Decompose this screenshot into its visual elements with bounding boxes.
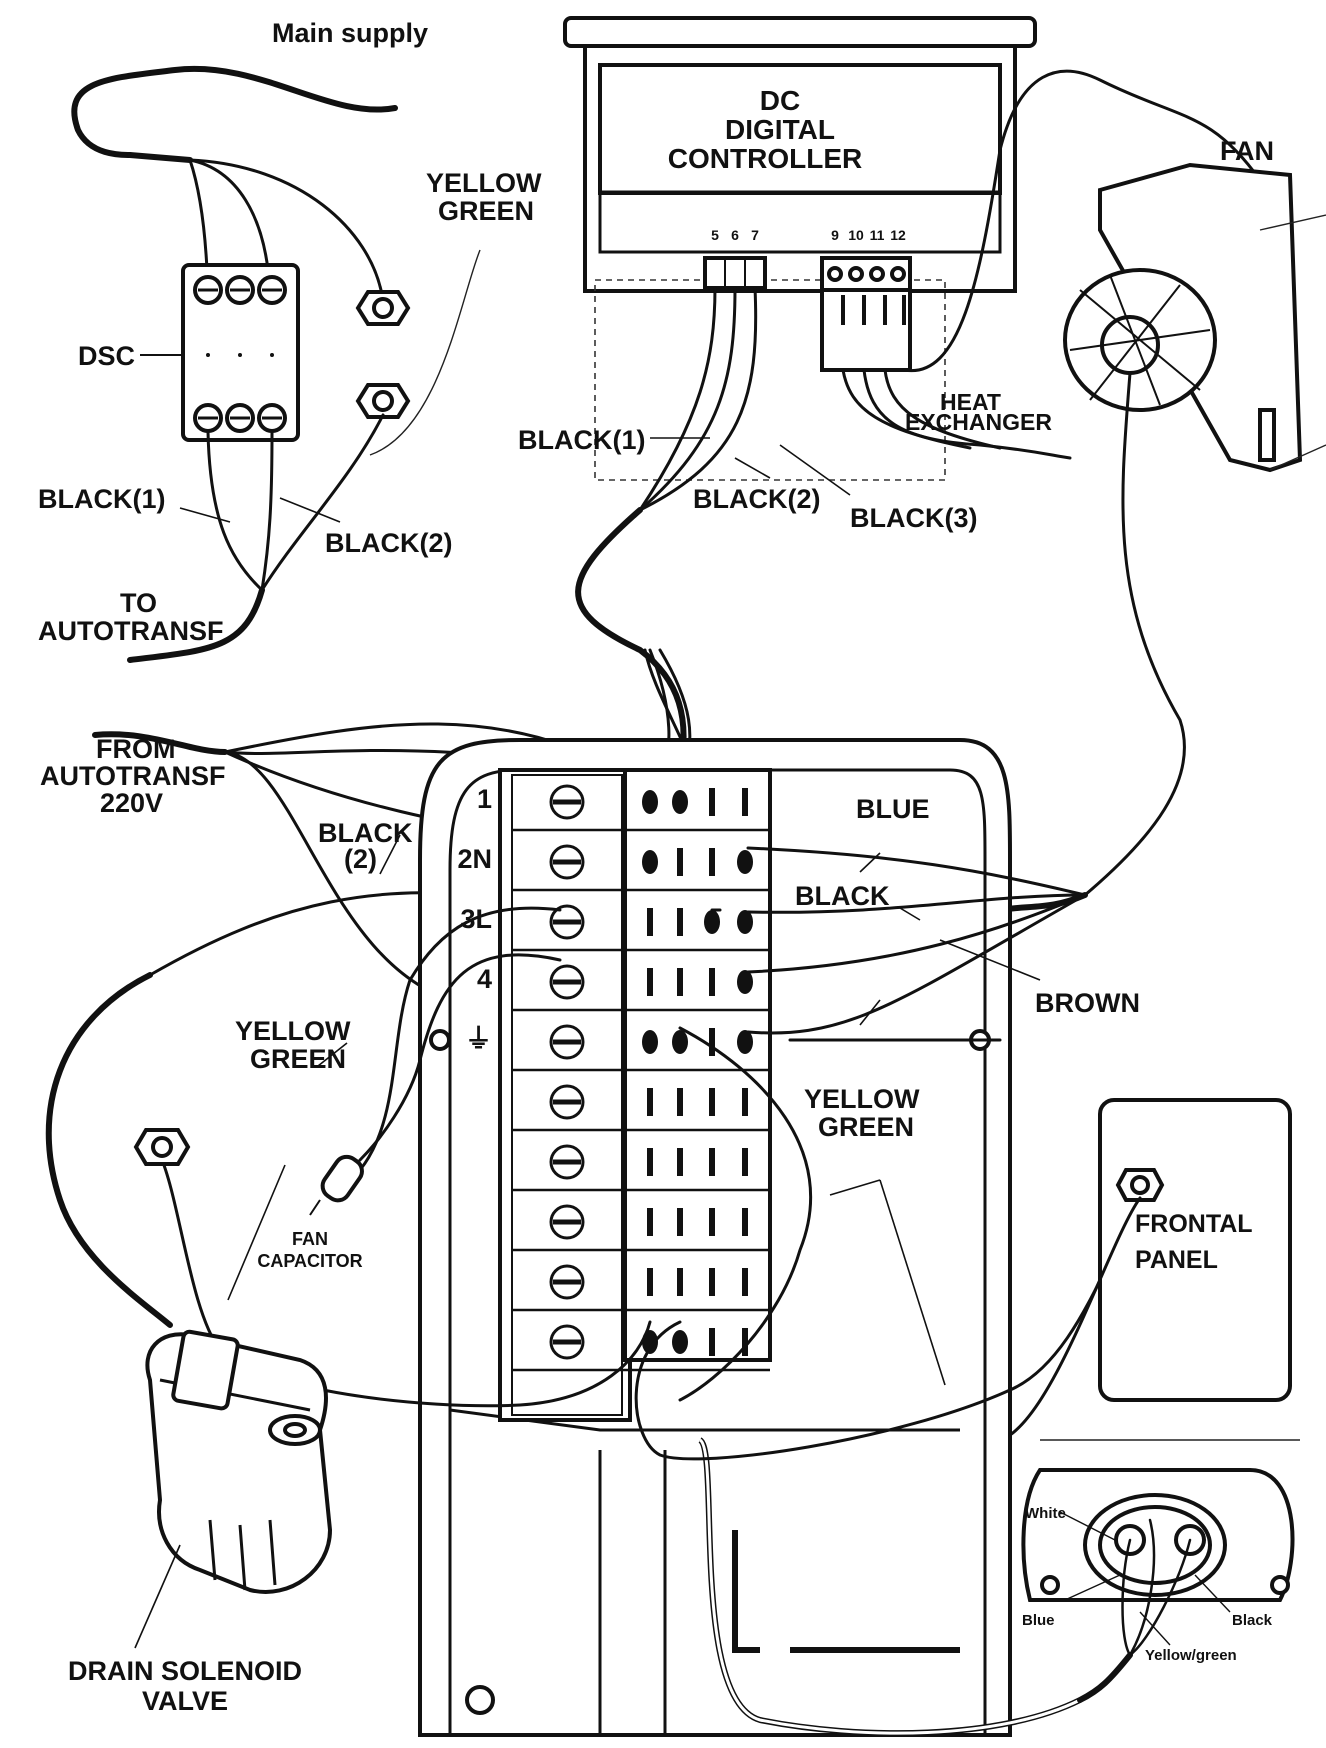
controller-housing	[563, 16, 1037, 481]
label-black-block-2: (2)	[344, 844, 377, 874]
terminal-6: 6	[731, 227, 739, 243]
label-220v: 220V	[100, 788, 163, 818]
ground-nut-dsc	[355, 383, 411, 419]
wire-contact	[737, 910, 753, 934]
label-to: TO	[120, 588, 157, 618]
plug-label-black: Black	[1232, 1612, 1273, 1629]
label-black3-mid: BLACK(3)	[850, 503, 978, 533]
terminal-12: 12	[890, 227, 906, 243]
label-black1-left: BLACK(1)	[38, 484, 166, 514]
ground-symbol: ⏚	[465, 1024, 492, 1054]
controller-terminal-block-a	[703, 256, 767, 290]
wire-contact	[737, 1030, 753, 1054]
wire-contact	[672, 1030, 688, 1054]
wire-contact	[642, 1030, 658, 1054]
label-blue: BLUE	[856, 794, 930, 824]
label-brown: BROWN	[1035, 988, 1140, 1018]
label-yellow-left: YELLOW	[235, 1016, 351, 1046]
label-main-supply: Main supply	[272, 18, 428, 48]
row-label-1: 1	[477, 784, 492, 814]
main-supply-cable	[71, 65, 398, 297]
label-yellow-top: YELLOW	[426, 168, 542, 198]
fan-unit	[997, 162, 1326, 913]
label-black2-mid: BLACK(2)	[693, 484, 821, 514]
drain-solenoid-valve	[134, 1329, 333, 1649]
label-frontal: FRONTAL	[1135, 1210, 1253, 1238]
label-black2-left: BLACK(2)	[325, 528, 453, 558]
block-wires	[158, 846, 1142, 1461]
ground-nut-left	[133, 1128, 191, 1166]
fan-capacitor	[309, 1154, 364, 1216]
dsc-switch	[140, 263, 300, 442]
label-drain-1: DRAIN SOLENOID	[68, 1656, 302, 1686]
label-green-right: GREEN	[818, 1112, 914, 1142]
terminal-9: 9	[831, 227, 839, 243]
wire-contact	[737, 850, 753, 874]
label-controller: CONTROLLER	[668, 143, 862, 174]
label-black-block: BLACK	[318, 818, 413, 848]
label-black: BLACK	[795, 881, 890, 911]
yellow-green-leader-top	[369, 249, 481, 456]
wire-contact	[642, 850, 658, 874]
row-label-4: 4	[477, 964, 492, 994]
plug-label-yellow-green: Yellow/green	[1145, 1647, 1237, 1664]
label-green-left: GREEN	[250, 1044, 346, 1074]
plug-label-blue: Blue	[1022, 1612, 1055, 1629]
label-dc: DC	[760, 85, 800, 116]
label-from-autotransf: AUTOTRANSF	[40, 761, 226, 791]
wire-contact	[737, 970, 753, 994]
wire-contact	[642, 790, 658, 814]
plug-detail	[1021, 1439, 1300, 1703]
label-digital: DIGITAL	[725, 114, 835, 145]
label-black1-mid: BLACK(1)	[518, 425, 646, 455]
label-exchanger: EXCHANGER	[905, 409, 1052, 435]
controller-terminal-block-b	[820, 256, 912, 372]
wire-contact	[672, 1330, 688, 1354]
terminal-7: 7	[751, 227, 759, 243]
wire-contact	[704, 910, 720, 934]
terminal-strip	[498, 768, 772, 1422]
label-drain-2: VALVE	[142, 1686, 228, 1716]
row-label-2n: 2N	[457, 844, 492, 874]
ground-nut-top	[355, 290, 411, 326]
dsc-output-wires	[127, 413, 385, 663]
plug-label-white: White	[1025, 1505, 1066, 1522]
label-fan-cap-2: CAPACITOR	[257, 1251, 362, 1271]
wire-contact	[672, 790, 688, 814]
label-heat: HEAT	[940, 389, 1001, 415]
label-dsc: DSC	[78, 341, 135, 371]
label-autotransf: AUTOTRANSF	[38, 616, 224, 646]
label-green-top: GREEN	[438, 196, 534, 226]
terminal-11: 11	[870, 227, 885, 243]
label-fan: FAN	[1220, 136, 1274, 166]
label-from: FROM	[96, 734, 175, 764]
label-fan-cap-1: FAN	[292, 1229, 328, 1249]
terminal-10: 10	[848, 227, 864, 243]
row-label-3l: 3L	[460, 904, 492, 934]
label-yellow-right: YELLOW	[804, 1084, 920, 1114]
terminal-rows	[512, 784, 770, 1372]
frontal-panel	[1008, 1098, 1292, 1437]
label-panel: PANEL	[1135, 1246, 1218, 1274]
terminal-5: 5	[711, 227, 719, 243]
